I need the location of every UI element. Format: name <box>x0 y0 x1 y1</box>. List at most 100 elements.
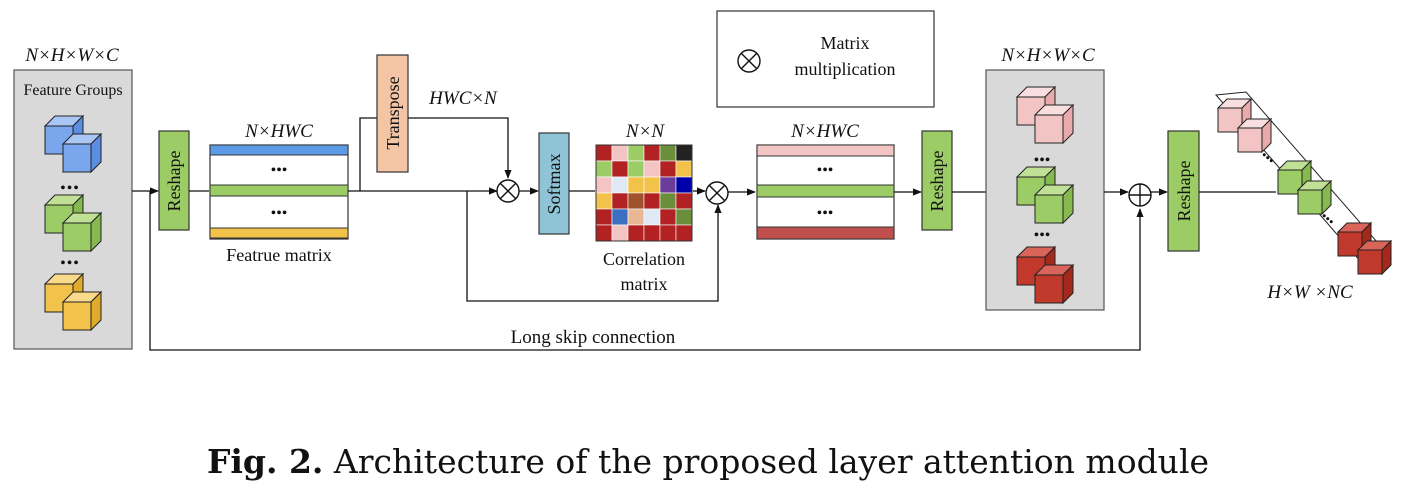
feature-matrix-caption: Featrue matrix <box>226 245 331 265</box>
input-ellipsis-1: ••• <box>60 180 80 197</box>
reshape-label-3: Reshape <box>1174 161 1194 222</box>
transpose-label: Transpose <box>383 76 403 149</box>
feature-matrix: N×HWC ••• ••• Featrue matrix <box>209 121 349 265</box>
input-dim-label: N×H×W×C <box>24 45 119 66</box>
output-cube-pink <box>1015 85 1075 145</box>
input-ellipsis-2: ••• <box>60 255 80 272</box>
correlation-cell <box>595 160 613 178</box>
transpose-block: Transpose <box>376 54 409 173</box>
reshape-label-1: Reshape <box>164 151 184 212</box>
correlation-cell <box>627 176 645 194</box>
correlation-cell <box>627 160 645 178</box>
output-stripe-bottom <box>756 226 895 240</box>
correlation-cell <box>659 176 677 194</box>
correlation-cell <box>675 208 693 226</box>
output-groups-ellipsis-2: ••• <box>1034 227 1051 244</box>
correlation-dim-label: N×N <box>625 121 665 142</box>
output-feature-groups: N×H×W×C ••• ••• <box>985 45 1105 311</box>
add-operator <box>1128 183 1152 207</box>
legend-line-2: multiplication <box>795 59 896 79</box>
feature-ellipsis-2: ••• <box>271 205 288 222</box>
correlation-cell <box>611 176 629 194</box>
correlation-cell <box>675 160 693 178</box>
correlation-cell <box>611 192 629 210</box>
correlation-cell <box>643 208 661 226</box>
output-stripe-middle <box>756 184 895 198</box>
correlation-cell <box>659 160 677 178</box>
correlation-cell <box>611 144 629 162</box>
feature-cube-yellow <box>43 272 103 332</box>
feature-cube-green <box>43 193 103 253</box>
legend-line-1: Matrix <box>821 33 870 53</box>
figure-caption: Fig. 2. Architecture of the proposed lay… <box>0 442 1416 481</box>
correlation-cell <box>643 176 661 194</box>
output-groups-dim: N×H×W×C <box>1000 45 1095 66</box>
input-groups-title: Feature Groups <box>23 82 122 99</box>
matrix-mult-operator-2 <box>705 181 729 205</box>
correlation-cell <box>659 208 677 226</box>
feature-ellipsis-1: ••• <box>271 162 288 179</box>
softmax-label: Softmax <box>544 154 564 215</box>
output-ellipsis-1: ••• <box>817 162 834 179</box>
correlation-cell <box>659 224 677 242</box>
correlation-cell <box>643 160 661 178</box>
output-cube-red <box>1015 245 1075 305</box>
correlation-cell <box>611 208 629 226</box>
correlation-cell <box>627 144 645 162</box>
correlation-cell <box>611 160 629 178</box>
output-matrix-dim: N×HWC <box>790 121 859 142</box>
correlation-matrix: N×N Correlation matrix <box>595 121 693 294</box>
output-stripe-top <box>756 144 895 157</box>
final-tensor-cube <box>1296 179 1333 216</box>
correlation-cell <box>675 176 693 194</box>
correlation-caption-2: matrix <box>621 274 668 294</box>
legend-mult-icon <box>737 49 761 73</box>
correlation-cell <box>643 144 661 162</box>
figure-number: Fig. 2. <box>206 442 324 481</box>
output-ellipsis-2: ••• <box>817 205 834 222</box>
skip-line <box>149 191 1144 351</box>
reshape-block-3: Reshape <box>1167 130 1200 252</box>
flow-transpose-to-mult <box>408 117 512 179</box>
correlation-cell <box>627 192 645 210</box>
softmax-block: Softmax <box>538 132 570 235</box>
correlation-cell <box>675 144 693 162</box>
output-cube-green <box>1015 165 1075 225</box>
long-skip-connection: Long skip connection <box>149 191 1144 351</box>
final-output-tensor: ••• ••• H×W ×NC <box>1214 91 1393 303</box>
input-feature-groups: N×H×W×C Feature Groups ••• ••• <box>13 45 133 350</box>
correlation-cell <box>675 224 693 242</box>
correlation-cell <box>595 144 613 162</box>
skip-label: Long skip connection <box>511 327 676 348</box>
correlation-border <box>595 144 693 242</box>
correlation-cell <box>627 224 645 242</box>
figure-caption-text: Architecture of the proposed layer atten… <box>323 442 1210 481</box>
final-dim-label: H×W ×NC <box>1266 282 1353 303</box>
output-groups-ellipsis-1: ••• <box>1034 152 1051 169</box>
correlation-cell <box>595 224 613 242</box>
reshape-block-2: Reshape <box>921 130 953 231</box>
final-tensor-cube <box>1236 117 1273 154</box>
correlation-cell <box>611 224 629 242</box>
feature-cube-blue <box>43 114 103 174</box>
flow-residual-inner <box>466 191 722 302</box>
correlation-cell <box>643 192 661 210</box>
correlation-cell <box>659 144 677 162</box>
correlation-cell <box>659 192 677 210</box>
matrix-mult-operator-1 <box>496 179 520 203</box>
feature-stripe-middle <box>209 184 349 197</box>
reshape-label-2: Reshape <box>927 151 947 212</box>
final-tensor-cube <box>1356 239 1393 276</box>
legend-box: Matrix multiplication <box>716 10 935 108</box>
feature-stripe-top <box>209 144 349 156</box>
reshape-block-1: Reshape <box>158 130 190 231</box>
correlation-cell <box>595 192 613 210</box>
correlation-caption-1: Correlation <box>603 249 685 269</box>
correlation-cell <box>595 208 613 226</box>
correlation-cell <box>627 208 645 226</box>
correlation-cell <box>595 176 613 194</box>
correlation-cell <box>643 224 661 242</box>
feature-matrix-dim: N×HWC <box>244 121 313 142</box>
output-matrix: N×HWC ••• ••• <box>756 121 895 240</box>
feature-stripe-bottom <box>209 227 349 239</box>
